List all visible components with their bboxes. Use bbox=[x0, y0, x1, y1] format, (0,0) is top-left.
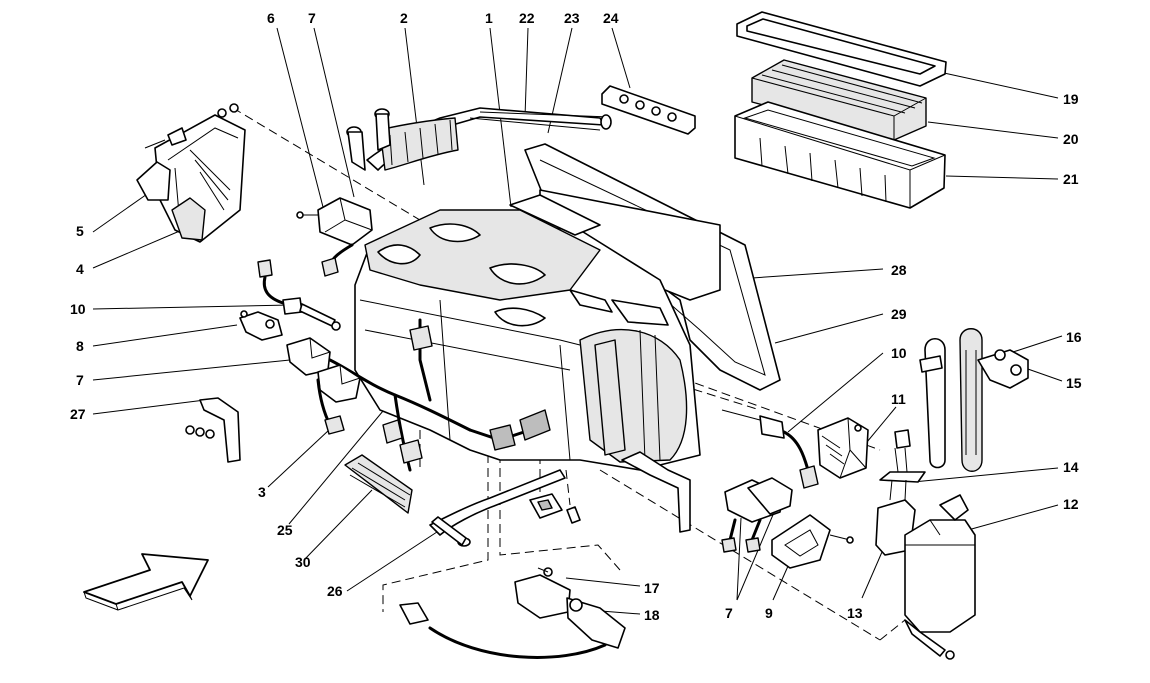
callout-17: 17 bbox=[644, 580, 660, 596]
side-actuator bbox=[286, 337, 361, 435]
callout-12: 12 bbox=[1063, 496, 1079, 512]
sensor-and-resistor bbox=[721, 409, 869, 489]
callout-15: 15 bbox=[1066, 375, 1082, 391]
callout-28: 28 bbox=[891, 262, 907, 278]
callout-26: 26 bbox=[327, 583, 343, 599]
callout-18: 18 bbox=[644, 607, 660, 623]
callout-9: 9 bbox=[765, 605, 773, 621]
callout-25: 25 bbox=[277, 522, 293, 538]
callout-16: 16 bbox=[1066, 329, 1082, 345]
callout-29: 29 bbox=[891, 306, 907, 322]
callout-2: 2 bbox=[400, 10, 408, 26]
drain-hose bbox=[429, 451, 691, 547]
callout-4: 4 bbox=[76, 261, 84, 277]
callout-7-bottom: 7 bbox=[725, 605, 733, 621]
callout-5: 5 bbox=[76, 223, 84, 239]
callout-3: 3 bbox=[258, 484, 266, 500]
callout-8: 8 bbox=[76, 338, 84, 354]
callout-6: 6 bbox=[267, 10, 275, 26]
callout-10-right: 10 bbox=[891, 345, 907, 361]
callout-22: 22 bbox=[519, 10, 535, 26]
callout-23: 23 bbox=[564, 10, 580, 26]
top-actuator bbox=[296, 197, 373, 277]
callout-7-left: 7 bbox=[76, 372, 84, 388]
callout-13: 13 bbox=[847, 605, 863, 621]
callout-7-top: 7 bbox=[308, 10, 316, 26]
callout-14: 14 bbox=[1063, 459, 1079, 475]
callout-19: 19 bbox=[1063, 91, 1079, 107]
bracket-and-valve bbox=[875, 429, 976, 660]
temperature-probe bbox=[399, 567, 626, 659]
filter-pad bbox=[344, 454, 413, 514]
l-bracket bbox=[185, 397, 241, 463]
pipe-bracket bbox=[601, 85, 696, 135]
heater-pipes bbox=[346, 107, 612, 171]
callout-27: 27 bbox=[70, 406, 86, 422]
callout-21: 21 bbox=[1063, 171, 1079, 187]
callout-11: 11 bbox=[891, 391, 906, 407]
hvac-housing bbox=[354, 194, 701, 471]
callout-24: 24 bbox=[603, 10, 619, 26]
mount-bracket bbox=[239, 310, 283, 341]
callout-labels: 1 2 3 4 5 6 7 7 7 8 9 10 10 11 12 13 14 … bbox=[70, 10, 1082, 623]
filter-assembly bbox=[734, 11, 947, 209]
control-module bbox=[136, 103, 246, 243]
callout-20: 20 bbox=[1063, 131, 1079, 147]
temperature-sensor-left bbox=[257, 259, 341, 331]
callout-1: 1 bbox=[485, 10, 493, 26]
callout-10-left: 10 bbox=[70, 301, 86, 317]
evaporator-pipes bbox=[919, 328, 1029, 472]
direction-arrow bbox=[83, 553, 209, 611]
callout-30: 30 bbox=[295, 554, 311, 570]
center-components bbox=[529, 477, 854, 569]
